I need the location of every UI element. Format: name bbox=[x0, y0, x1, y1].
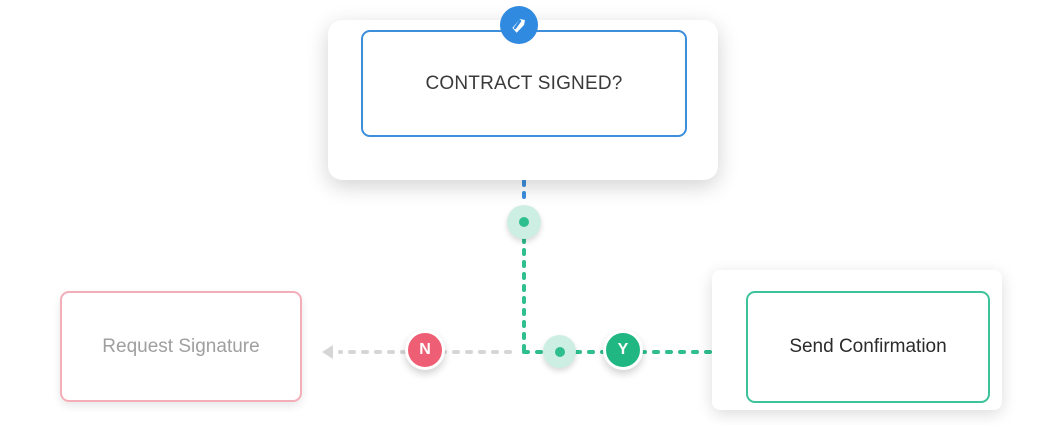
send-confirmation-label: Send Confirmation bbox=[789, 336, 947, 357]
split-connector-core bbox=[519, 217, 529, 227]
split-connector-dot[interactable] bbox=[507, 205, 541, 239]
no-arrowhead bbox=[322, 345, 333, 359]
request-signature-node[interactable]: Request Signature bbox=[60, 291, 302, 402]
decision-node[interactable]: CONTRACT SIGNED? bbox=[361, 30, 687, 137]
yes-connector-core bbox=[554, 346, 565, 357]
send-confirmation-node[interactable]: Send Confirmation bbox=[746, 291, 990, 403]
yes-branch-pill[interactable]: Y bbox=[603, 330, 643, 370]
tag-icon bbox=[500, 6, 538, 44]
yes-connector-dot[interactable] bbox=[543, 335, 576, 368]
request-signature-label: Request Signature bbox=[102, 335, 260, 357]
no-branch-pill[interactable]: N bbox=[405, 330, 445, 370]
decision-label: CONTRACT SIGNED? bbox=[425, 72, 623, 94]
yes-branch-tag: Y bbox=[617, 341, 629, 358]
no-branch-tag: N bbox=[419, 341, 431, 358]
